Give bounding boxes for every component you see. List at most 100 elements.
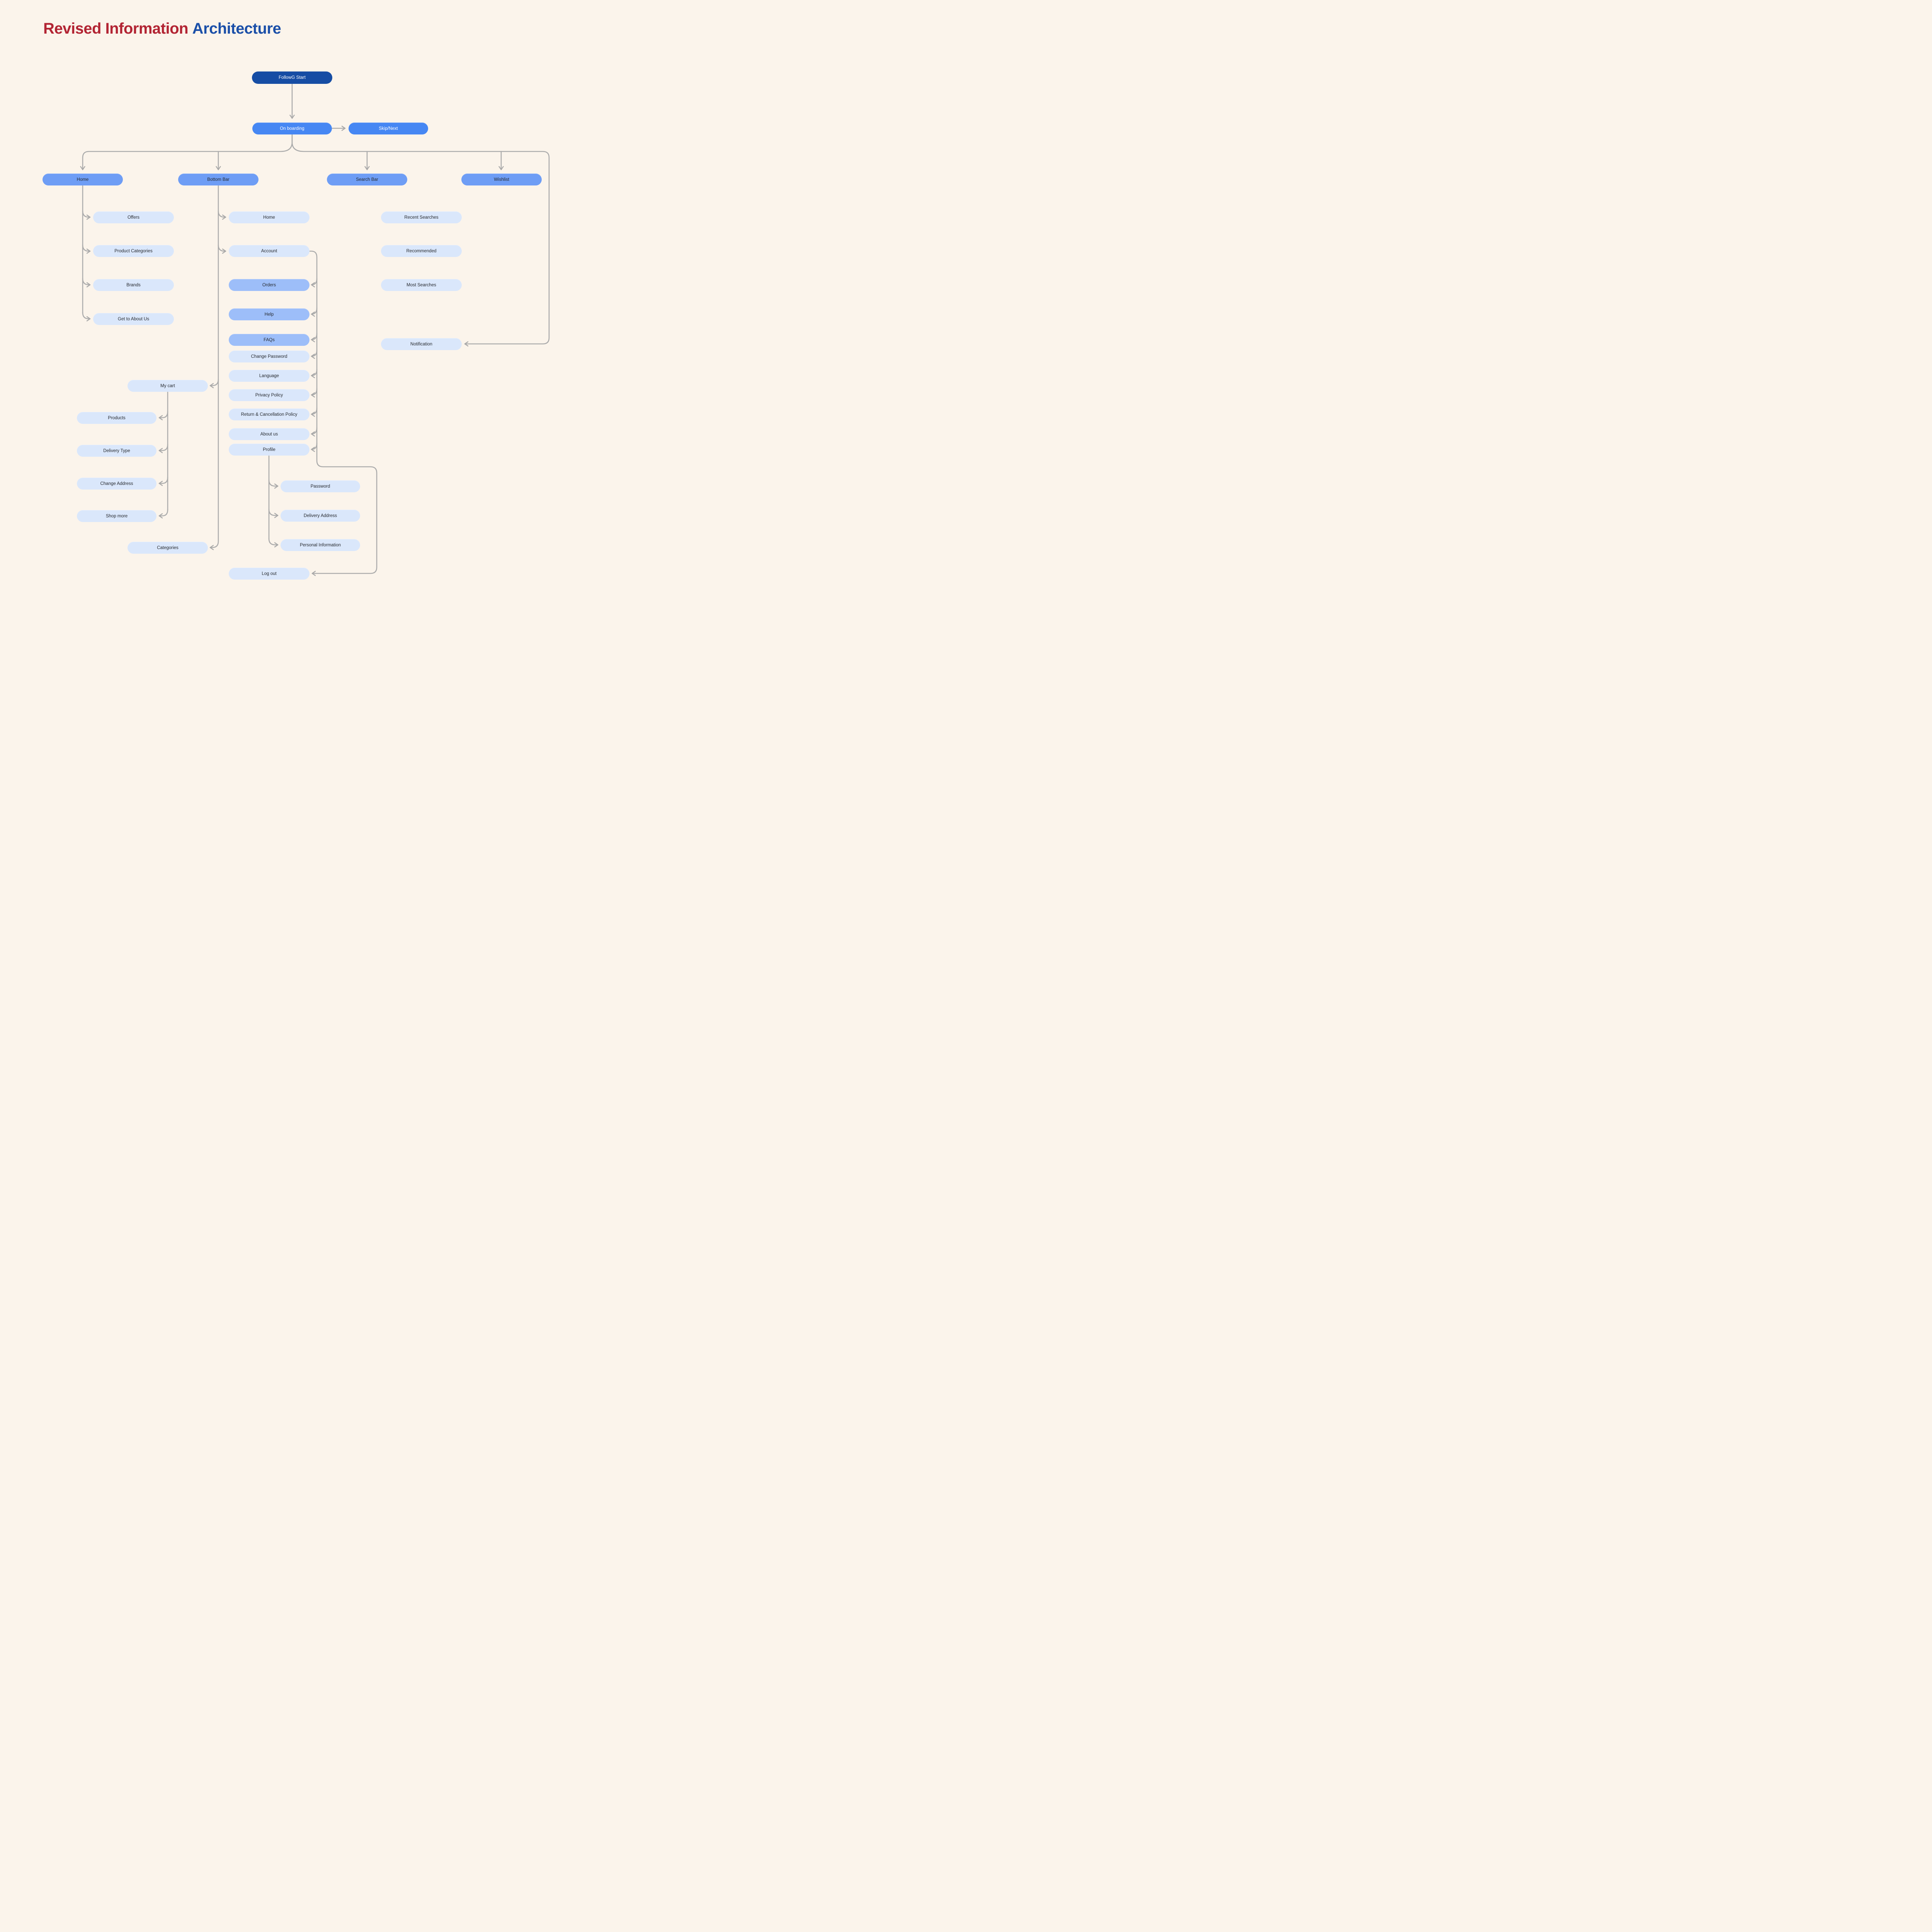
node-bottom-bar-label: Bottom Bar — [207, 177, 230, 182]
node-log-out-label: Log out — [262, 571, 277, 576]
node-brands: Brands — [93, 279, 174, 291]
node-most-searches: Most Searches — [381, 279, 462, 291]
node-delivery-address: Delivery Address — [281, 510, 360, 522]
node-products-label: Products — [108, 415, 126, 420]
edge-my-cart-delivery-type — [158, 444, 168, 453]
node-followg-start: FollowG Start — [252, 71, 332, 84]
node-home-label: Home — [77, 177, 89, 182]
edge-home-get-to-about-us — [82, 312, 91, 321]
node-profile-label: Profile — [263, 447, 276, 452]
node-products: Products — [77, 412, 156, 424]
node-help-label: Help — [264, 312, 274, 317]
node-account: Account — [229, 245, 310, 257]
node-notification-label: Notification — [410, 342, 432, 347]
node-language-label: Language — [259, 373, 279, 378]
node-bottombar-home-label: Home — [263, 215, 275, 220]
node-wishlist: Wishlist — [461, 173, 542, 185]
node-password-label: Password — [310, 484, 330, 489]
edge-account-return-cancellation — [311, 407, 318, 417]
node-personal-information-label: Personal Information — [299, 543, 341, 548]
node-recommended-label: Recommended — [406, 248, 437, 253]
edge-account-change-password — [311, 349, 318, 359]
node-about-us: About us — [229, 428, 310, 440]
node-notification: Notification — [381, 338, 462, 350]
information-architecture-diagram: Revised Information Architecture — [0, 0, 594, 614]
node-delivery-type-label: Delivery Type — [103, 448, 130, 453]
page-title-part1: Revised Information — [43, 20, 189, 37]
node-password: Password — [281, 480, 360, 492]
node-help: Help — [229, 308, 310, 320]
node-delivery-address-label: Delivery Address — [303, 513, 337, 518]
node-change-address: Change Address — [77, 478, 156, 490]
node-get-to-about-us: Get to About Us — [93, 313, 174, 325]
edge-bottom-bar-categories — [209, 185, 219, 550]
edge-wishlist-notification — [291, 134, 550, 347]
node-skip-next-label: Skip/Next — [379, 126, 398, 131]
edge-onboarding-home — [80, 134, 293, 170]
node-shop-more: Shop more — [77, 510, 156, 522]
node-on-boarding-label: On boarding — [280, 126, 304, 131]
edge-bottom-bar-account — [218, 244, 226, 254]
edge-my-cart-change-address — [158, 476, 168, 486]
node-home: Home — [43, 173, 123, 185]
node-change-password-label: Change Password — [251, 354, 287, 359]
node-language: Language — [229, 370, 310, 382]
node-skip-next: Skip/Next — [349, 122, 428, 134]
edge-account-profile — [311, 442, 318, 452]
node-search-bar: Search Bar — [327, 173, 407, 185]
node-categories: Categories — [128, 542, 208, 554]
node-delivery-type: Delivery Type — [77, 445, 156, 457]
node-my-cart-label: My cart — [160, 383, 175, 388]
node-privacy-policy: Privacy Policy — [229, 389, 310, 401]
edge-home-brands — [82, 278, 91, 287]
edge-bottom-bar-home — [218, 210, 226, 220]
node-followg-start-label: FollowG Start — [279, 75, 306, 80]
node-brands-label: Brands — [126, 282, 141, 287]
node-my-cart: My cart — [128, 380, 208, 392]
connector-layer — [80, 83, 550, 576]
edge-bottom-bar-my-cart — [209, 379, 219, 388]
node-shop-more-label: Shop more — [105, 514, 128, 519]
node-product-categories: Product Categories — [93, 245, 174, 257]
node-recent-searches-label: Recent Searches — [404, 215, 439, 220]
node-bottom-bar: Bottom Bar — [178, 173, 259, 185]
node-orders: Orders — [229, 279, 310, 291]
edge-my-cart-shop-more — [158, 509, 168, 519]
edge-account-faqs — [311, 333, 318, 342]
node-profile: Profile — [229, 444, 310, 456]
edge-account-help — [311, 307, 318, 317]
node-account-label: Account — [261, 248, 277, 253]
edge-account-language — [311, 369, 318, 378]
node-offers: Offers — [93, 211, 174, 223]
node-offers-label: Offers — [127, 215, 140, 220]
node-change-address-label: Change Address — [100, 481, 133, 486]
node-personal-information: Personal Information — [281, 539, 360, 551]
node-recommended: Recommended — [381, 245, 462, 257]
node-bottombar-home: Home — [229, 211, 310, 223]
node-search-bar-label: Search Bar — [356, 177, 378, 182]
node-return-cancellation-policy: Return & Cancellation Policy — [229, 408, 310, 420]
node-faqs-label: FAQs — [264, 337, 275, 342]
node-change-password: Change Password — [229, 350, 310, 362]
node-recent-searches: Recent Searches — [381, 211, 462, 223]
edge-my-cart-products — [158, 411, 168, 420]
node-privacy-policy-label: Privacy Policy — [255, 393, 283, 398]
edge-profile-password — [268, 479, 279, 489]
node-most-searches-label: Most Searches — [406, 282, 436, 287]
node-on-boarding: On boarding — [252, 122, 332, 134]
page-title: Revised Information Architecture — [43, 20, 281, 37]
node-faqs: FAQs — [229, 334, 310, 346]
edge-account-about-us — [311, 427, 318, 437]
page-title-part3: Architecture — [192, 20, 281, 37]
node-wishlist-label: Wishlist — [494, 177, 509, 182]
edge-account-orders — [311, 278, 318, 287]
node-get-to-about-us-label: Get to About Us — [117, 316, 150, 321]
edge-account-privacy-policy — [311, 388, 318, 398]
node-categories-label: Categories — [157, 545, 179, 550]
edge-home-offers — [82, 210, 91, 220]
node-about-us-label: About us — [260, 432, 278, 437]
node-product-categories-label: Product Categories — [114, 248, 153, 253]
edge-home-product-categories — [82, 244, 91, 254]
node-log-out: Log out — [229, 568, 310, 580]
node-return-cancellation-policy-label: Return & Cancellation Policy — [241, 412, 298, 417]
